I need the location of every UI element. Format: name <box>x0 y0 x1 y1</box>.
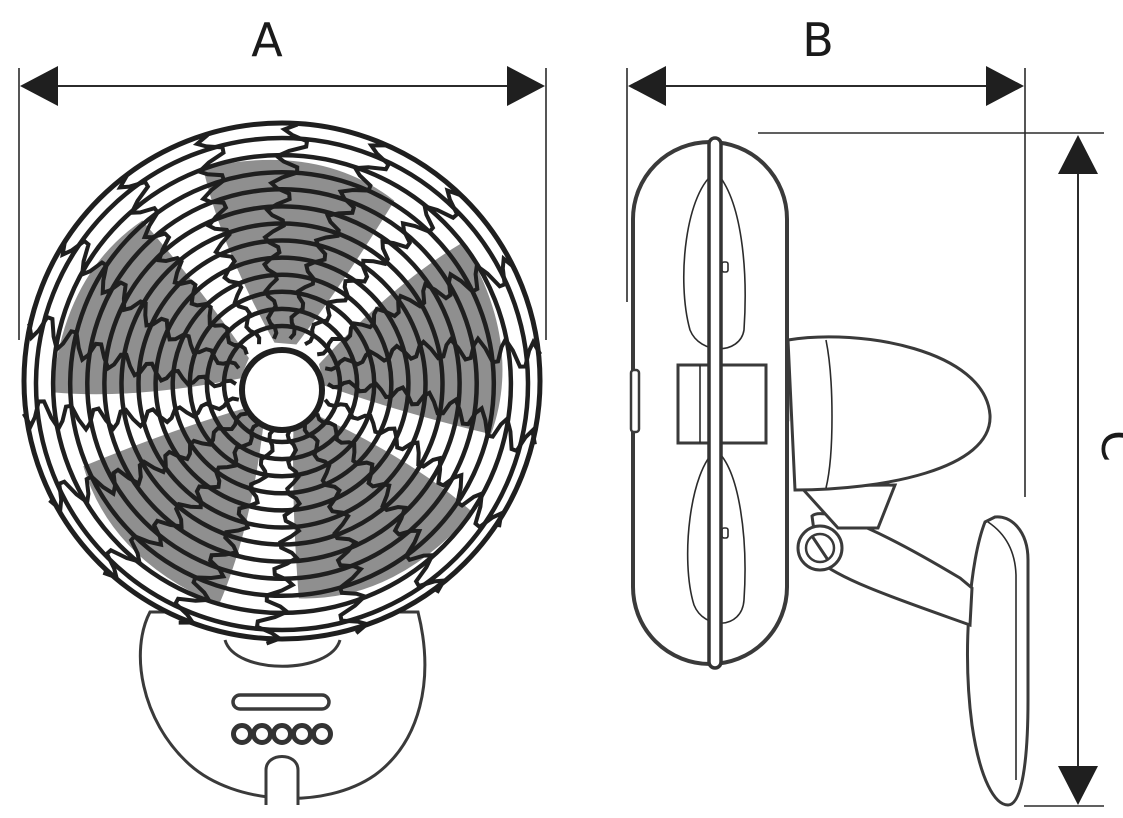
front-grille-rib-1 <box>326 379 537 454</box>
side-cage-clamp-ring <box>707 136 723 670</box>
dimension-c-label: C <box>1091 430 1123 462</box>
front-button-5 <box>311 723 333 745</box>
dimension-b: B <box>626 13 1026 497</box>
front-grille-rib-4 <box>302 423 372 635</box>
front-button-1 <box>231 723 253 745</box>
side-motor-housing <box>766 335 992 492</box>
front-base-stand <box>264 755 300 805</box>
front-grille-ring-8 <box>102 204 462 564</box>
dimension-a: A <box>18 13 547 340</box>
front-grille-rib-5 <box>254 428 303 646</box>
front-button-2 <box>251 723 273 745</box>
front-blade-1 <box>203 159 395 345</box>
dimension-a-label: A <box>251 13 283 67</box>
front-grille-rim <box>21 120 543 642</box>
front-base <box>138 610 427 805</box>
dimension-c: C <box>758 132 1123 807</box>
side-wall-plate-body <box>966 515 1030 807</box>
side-view <box>629 136 1030 807</box>
dimension-b-label: B <box>802 13 834 67</box>
front-grille-ring-6 <box>136 238 428 530</box>
dimension-b-arrow-left <box>628 66 666 106</box>
front-grille-ring-5 <box>153 255 411 513</box>
side-arm <box>796 483 974 628</box>
front-hub <box>239 347 325 433</box>
front-grille-rib-7 <box>102 422 260 581</box>
front-grille-ring-10 <box>67 169 497 599</box>
front-grille-ribs <box>21 122 543 646</box>
dimension-b-arrow-right <box>986 66 1024 106</box>
dimension-a-arrow-left <box>20 66 58 106</box>
dimension-c-arrow-top <box>1058 135 1098 174</box>
front-base-neck <box>223 639 342 668</box>
front-grille-rib-13 <box>192 133 262 345</box>
side-cage <box>629 136 789 670</box>
dimension-c-arrow-bottom <box>1058 766 1098 805</box>
front-grille-rib-18 <box>324 335 543 372</box>
front-button-4 <box>291 723 313 745</box>
front-grille-rib-10 <box>27 314 238 389</box>
side-cage-front-badge <box>629 368 641 434</box>
front-grille-ring-4 <box>170 272 394 496</box>
front-grille-rib-8 <box>48 411 248 514</box>
side-wall-plate-edge <box>987 521 1017 780</box>
front-button-3 <box>271 723 293 745</box>
front-grille-rib-3 <box>315 412 448 594</box>
front-view <box>21 120 543 805</box>
front-buttons <box>231 723 333 745</box>
front-grille-rib-9 <box>21 396 240 433</box>
front-grille-rib-17 <box>316 254 516 357</box>
front-grille-rib-12 <box>116 174 249 356</box>
front-grille-rib-15 <box>288 143 391 341</box>
front-grille-rib-6 <box>173 427 276 625</box>
front-grille-ring-2 <box>204 306 360 462</box>
side-arm-body <box>810 512 974 628</box>
front-grille-ring-12 <box>33 135 531 633</box>
front-grille-rib-16 <box>304 187 462 346</box>
side-pivot-knob-slot <box>810 535 830 561</box>
front-grille-rib-2 <box>323 398 504 530</box>
side-motor-seam <box>825 339 833 489</box>
side-motor-shell <box>786 335 992 492</box>
front-blade-2 <box>318 242 503 435</box>
dimension-a-arrow-right <box>507 66 545 106</box>
front-grille-rib-11 <box>60 238 241 370</box>
front-grille-rib-14 <box>261 122 310 340</box>
side-wall-plate <box>966 515 1030 807</box>
front-control-slot <box>231 693 331 711</box>
